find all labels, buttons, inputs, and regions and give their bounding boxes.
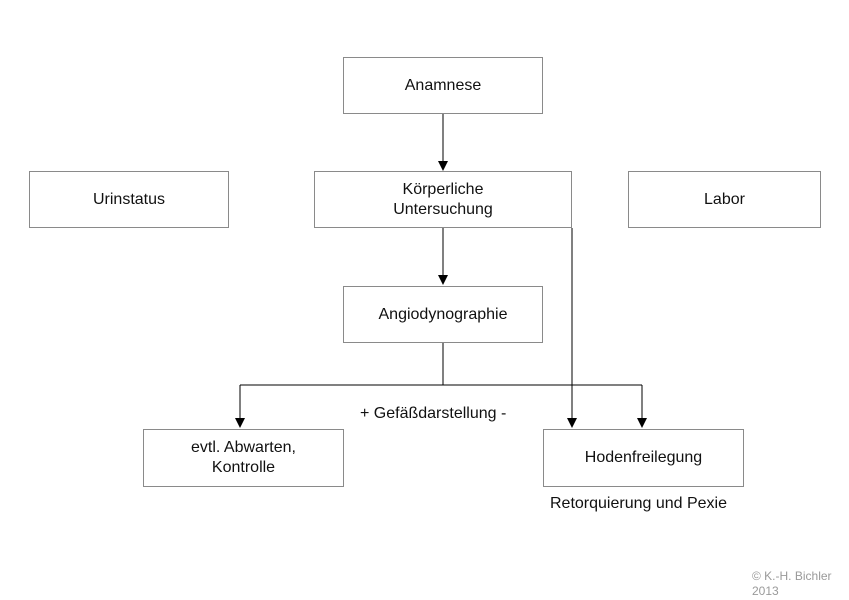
node-angiodynographie: Angiodynographie: [343, 286, 543, 343]
node-urinstatus-label: Urinstatus: [92, 190, 166, 208]
node-hodenfreilegung: Hodenfreilegung: [543, 429, 744, 487]
node-koerperliche-label-line2: Untersuchung: [393, 200, 493, 218]
node-abwarten-label-line1: evtl. Abwarten,: [191, 439, 296, 456]
node-abwarten-label-line2: Kontrolle: [211, 459, 276, 476]
node-labor: Labor: [628, 171, 821, 228]
label-retorquierung-pexie: Retorquierung und Pexie: [550, 495, 728, 512]
node-urinstatus: Urinstatus: [29, 171, 229, 228]
node-labor-label: Labor: [704, 190, 745, 208]
copyright-line1: © K.-H. Bichler: [752, 569, 832, 583]
node-angiodynographie-label: Angiodynographie: [378, 305, 508, 323]
node-abwarten-kontrolle: evtl. Abwarten, Kontrolle: [143, 429, 344, 487]
node-koerperliche-untersuchung: Körperliche Untersuchung: [314, 171, 572, 228]
node-hodenfreilegung-label: Hodenfreilegung: [584, 449, 703, 466]
copyright-line2: 2013: [752, 584, 779, 598]
node-anamnese-label: Anamnese: [404, 76, 482, 94]
node-anamnese: Anamnese: [343, 57, 543, 114]
node-koerperliche-label-line1: Körperliche: [402, 180, 484, 198]
label-gefaessdarstellung: + Gefäßdarstellung -: [360, 405, 507, 422]
